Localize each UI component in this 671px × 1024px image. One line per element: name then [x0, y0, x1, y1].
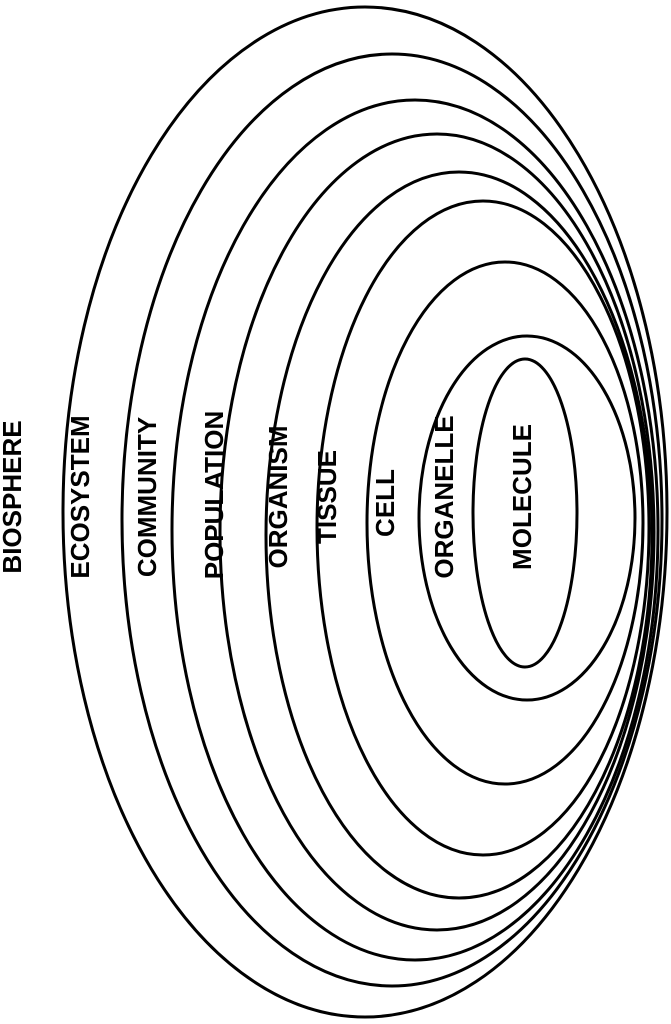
tissue-ring	[264, 170, 654, 900]
label-ecosystem: ECOSYSTEM	[65, 415, 95, 578]
organism-ring	[218, 132, 656, 932]
label-organism: ORGANISM	[263, 426, 293, 569]
label-biosphere: BIOSPHERE	[0, 420, 27, 573]
organelle-ring	[365, 260, 645, 786]
label-cell: CELL	[370, 469, 400, 537]
label-organelle: ORGANELLE	[429, 415, 459, 578]
label-molecule: MOLECULE	[507, 424, 537, 570]
label-tissue: TISSUE	[312, 450, 342, 544]
molecule-outer-ring	[417, 334, 637, 702]
label-community: COMMUNITY	[132, 417, 162, 577]
label-population: POPULATION	[199, 411, 229, 580]
population-ring	[170, 98, 660, 962]
ecosystem-ring	[61, 5, 669, 1019]
cell-ring	[315, 199, 651, 857]
molecule-inner-ring	[471, 357, 579, 669]
community-ring	[120, 52, 664, 988]
